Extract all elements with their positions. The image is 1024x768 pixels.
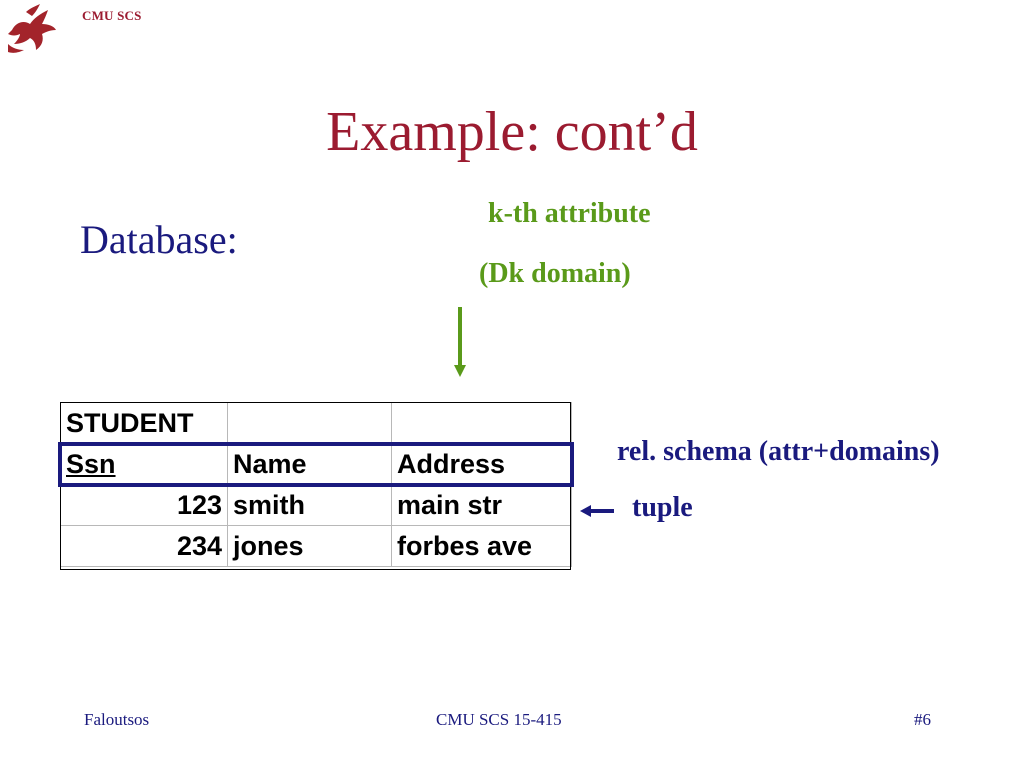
table-cell [227, 402, 392, 444]
table-cell: jones [227, 525, 392, 567]
down-arrow-icon [454, 307, 466, 377]
database-label: Database: [80, 217, 238, 262]
column-header-ssn: Ssn [60, 443, 228, 485]
schema-row: Ssn Name Address [60, 443, 572, 485]
student-table: STUDENT Ssn Name Address 123 smith main … [60, 402, 572, 567]
table-row: STUDENT [60, 402, 572, 444]
table-cell: smith [227, 484, 392, 526]
kth-attribute-note: k-th attribute [488, 198, 651, 229]
tuple-note: tuple [632, 492, 693, 523]
footer-slide-number: #6 [914, 710, 931, 729]
table-row: 123 smith main str [60, 484, 572, 526]
relation-name-cell: STUDENT [60, 402, 228, 444]
left-arrow-icon [580, 505, 614, 517]
table-cell: 123 [60, 484, 228, 526]
table-row: 234 jones forbes ave [60, 525, 572, 567]
slide-title: Example: cont’d [326, 101, 698, 163]
dk-domain-note: (Dk domain) [479, 258, 631, 289]
red-dragon-icon [8, 4, 56, 53]
table-cell: forbes ave [391, 525, 572, 567]
column-header-name: Name [227, 443, 392, 485]
footer-course: CMU SCS 15-415 [436, 710, 562, 729]
schema-note: rel. schema (attr+domains) [617, 436, 940, 467]
ssn-key-label: Ssn [66, 448, 116, 479]
footer-author: Faloutsos [84, 710, 150, 729]
column-header-address: Address [391, 443, 572, 485]
table-cell: 234 [60, 525, 228, 567]
table-cell [391, 402, 572, 444]
org-label: CMU SCS [82, 8, 142, 23]
table-cell: main str [391, 484, 572, 526]
